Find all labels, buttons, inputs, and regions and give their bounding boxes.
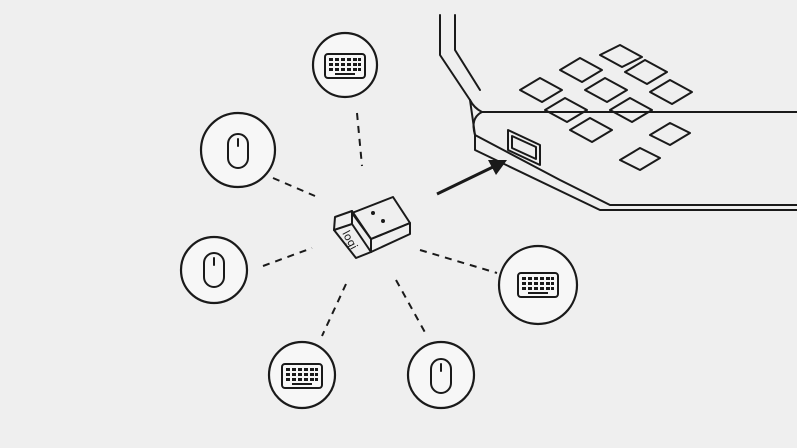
laptop-illustration: [439, 14, 797, 211]
usb-receiver: logi: [333, 196, 411, 259]
connection-lines: [262, 112, 498, 337]
device-keyboard-top: [311, 31, 379, 99]
device-mouse-bottom: [406, 340, 476, 410]
usb-port: [507, 129, 541, 166]
device-keyboard-right: [497, 244, 579, 326]
device-keyboard-bottom-left: [267, 340, 337, 410]
laptop-keys: [519, 44, 693, 171]
device-mouse-upper-left: [199, 111, 277, 189]
device-mouse-left: [179, 235, 249, 305]
insert-arrow: [436, 160, 507, 196]
